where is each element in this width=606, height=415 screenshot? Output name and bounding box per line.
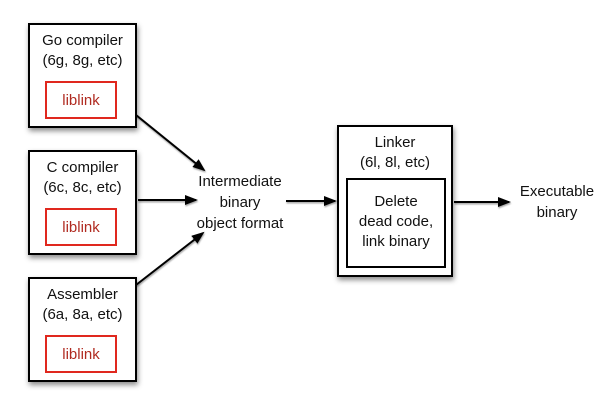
linker-title: Linker xyxy=(374,134,416,151)
label-intermediate-binary-object-format: Intermediate binary object format xyxy=(178,171,302,234)
intermediate-line-3: object format xyxy=(196,215,284,232)
linker-subtitle: (6l, 8l, etc) xyxy=(359,154,431,171)
intermediate-line-2: binary xyxy=(219,194,261,211)
executable-line-2: binary xyxy=(536,204,578,221)
arrow-assembler-to-intermediate xyxy=(135,231,205,286)
node-go-compiler: Go compiler (6g, 8g, etc) liblink xyxy=(28,23,137,128)
node-c-compiler: C compiler (6c, 8c, etc) liblink xyxy=(28,150,137,255)
node-linker: Linker (6l, 8l, etc) Delete dead code, l… xyxy=(337,125,453,277)
liblink-box: liblink xyxy=(45,335,117,373)
liblink-label: liblink xyxy=(62,218,100,236)
go-compiler-title: Go compiler xyxy=(42,32,123,49)
liblink-label: liblink xyxy=(62,91,100,109)
node-title: Go compiler (6g, 8g, etc) xyxy=(30,31,135,71)
liblink-box: liblink xyxy=(45,81,117,119)
linker-inner-box: Delete dead code, link binary xyxy=(346,178,446,268)
liblink-label: liblink xyxy=(62,345,100,363)
intermediate-line-1: Intermediate xyxy=(198,173,282,190)
label-executable-binary: Executable binary xyxy=(507,181,606,223)
node-assembler: Assembler (6a, 8a, etc) liblink xyxy=(28,277,137,382)
assembler-title: Assembler xyxy=(47,286,118,303)
c-compiler-title: C compiler xyxy=(46,159,119,176)
assembler-subtitle: (6a, 8a, etc) xyxy=(42,306,123,323)
go-compiler-subtitle: (6g, 8g, etc) xyxy=(42,52,123,69)
c-compiler-subtitle: (6c, 8c, etc) xyxy=(43,179,122,196)
node-title: C compiler (6c, 8c, etc) xyxy=(30,158,135,198)
node-title: Linker (6l, 8l, etc) xyxy=(339,133,451,173)
executable-line-1: Executable xyxy=(519,183,595,200)
liblink-box: liblink xyxy=(45,208,117,246)
linker-inner-line-1: Delete xyxy=(374,193,418,210)
linker-inner-line-2: dead code, xyxy=(358,213,434,230)
arrow-go-to-intermediate xyxy=(135,114,206,172)
linker-inner-line-3: link binary xyxy=(362,233,430,250)
node-title: Assembler (6a, 8a, etc) xyxy=(30,285,135,325)
